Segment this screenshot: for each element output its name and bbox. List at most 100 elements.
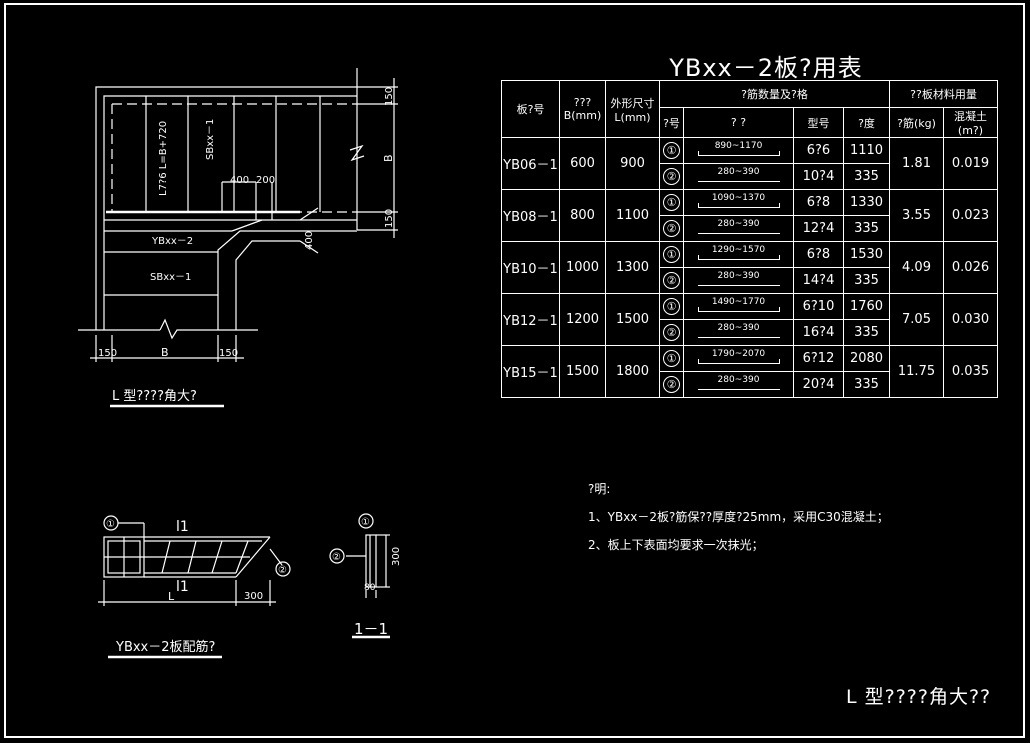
bar-shape-icon: 280~390 [696, 270, 782, 288]
cell-bar-type: 12?4 [793, 215, 844, 242]
cell-bar-shape: 1490~1770 [683, 293, 794, 320]
section-tag-1: ① [106, 519, 115, 530]
cell-bar-no: ② [659, 319, 684, 346]
section-tag-1-circle [103, 515, 119, 531]
plan-dim-150-left: 150 [98, 348, 117, 359]
cell-l: 1100 [605, 189, 660, 242]
cut-dim-300: 300 [391, 547, 402, 566]
cell-bar-length: 1110 [843, 137, 890, 164]
plan-dim-150-top: 150 [384, 87, 395, 106]
plan-outer-wall [95, 86, 357, 330]
cell-bar-type: 20?4 [793, 371, 844, 398]
cell-board: YB10－1 [501, 241, 560, 294]
bar-shape-icon: 280~390 [696, 374, 782, 392]
notes-line-1: 1、YBxx－2板?筋保??厚度?25mm，采用C30混凝土； [588, 510, 889, 524]
plan-dim-400b: 400 [304, 231, 315, 250]
cell-bar-type: 6?10 [793, 293, 844, 320]
cut-tag-1: ① [361, 517, 370, 528]
cell-bar-no: ① [659, 241, 684, 268]
cell-board: YB15－1 [501, 345, 560, 398]
cell-bar-type: 6?12 [793, 345, 844, 372]
plan-label-sbxx1-vertical: SBxx－1 [205, 119, 216, 160]
bar-number-circle: ② [663, 220, 680, 237]
cell-bar-shape: 280~390 [683, 371, 794, 398]
cell-bar-shape: 280~390 [683, 267, 794, 294]
title-stamp: L 型????角大?? [846, 686, 992, 708]
section-l1-bottom: l1 [176, 579, 189, 595]
bar-shape-label: 280~390 [717, 270, 760, 281]
table-title: YBxx－2板?用表 [669, 54, 863, 82]
section-l1-top: l1 [176, 519, 189, 535]
cell-concrete: 0.026 [943, 241, 998, 294]
bar-shape-icon: 1090~1370 [696, 192, 782, 210]
bar-shape-label: 280~390 [717, 322, 760, 333]
cell-bar-no: ① [659, 293, 684, 320]
section-tag-2-circle [275, 561, 291, 577]
cell-bar-type: 6?6 [793, 137, 844, 164]
bar-shape-icon: 890~1170 [696, 140, 782, 158]
cell-concrete: 0.023 [943, 189, 998, 242]
bar-shape-label: 1490~1770 [711, 296, 766, 307]
cell-bar-length: 335 [843, 267, 890, 294]
cell-b: 600 [559, 137, 606, 190]
cell-bar-shape: 280~390 [683, 319, 794, 346]
bar-shape-label: 280~390 [717, 374, 760, 385]
cell-bar-length: 2080 [843, 345, 890, 372]
plan-dim-b-right: B [382, 154, 395, 162]
cell-l: 1300 [605, 241, 660, 294]
bar-number-circle: ② [663, 272, 680, 289]
plan-dim-400a: 400 [230, 175, 249, 186]
bar-shape-icon: 1490~1770 [696, 296, 782, 314]
section-dim-l: L [168, 590, 175, 603]
plan-dim-150-mid: 150 [384, 209, 395, 228]
cut-dim-80: 80 [364, 583, 376, 593]
cell-bar-length: 335 [843, 215, 890, 242]
cell-steel: 7.05 [889, 293, 944, 346]
bar-shape-icon: 280~390 [696, 218, 782, 236]
bar-number-circle: ② [663, 376, 680, 393]
bar-number-circle: ① [663, 298, 680, 315]
notes-heading: ?明: [588, 482, 611, 496]
cell-l: 900 [605, 137, 660, 190]
cell-b: 1000 [559, 241, 606, 294]
bar-shape-label: 1290~1570 [711, 244, 766, 255]
plan-label-sbxx1: SBxx－1 [150, 272, 191, 283]
cell-board: YB06－1 [501, 137, 560, 190]
header-b: ??? B(mm) [559, 80, 606, 138]
cell-b: 1500 [559, 345, 606, 398]
cell-bar-no: ② [659, 371, 684, 398]
rebar-table: 板?号 ??? B(mm) 外形尺寸 L(mm) ?筋数量及?格 ??板材料用量… [501, 80, 998, 398]
plan-dim-150-right: 150 [219, 348, 238, 359]
cell-steel: 4.09 [889, 241, 944, 294]
cell-bar-length: 1760 [843, 293, 890, 320]
cell-bar-no: ① [659, 137, 684, 164]
cell-concrete: 0.030 [943, 293, 998, 346]
cell-bar-length: 1530 [843, 241, 890, 268]
cell-bar-type: 6?8 [793, 241, 844, 268]
cell-bar-length: 1330 [843, 189, 890, 216]
plan-label-l7: L7?6 L=B+720 [158, 121, 169, 196]
section-tag-2: ② [278, 565, 287, 576]
cell-bar-type: 14?4 [793, 267, 844, 294]
cell-bar-no: ② [659, 163, 684, 190]
plan-label-ybxx2: YBxx－2 [151, 236, 193, 247]
bar-shape-label: 280~390 [717, 166, 760, 177]
cell-bar-type: 16?4 [793, 319, 844, 346]
header-material-group: ??板材料用量 [889, 80, 998, 108]
bar-shape-label: 1790~2070 [711, 348, 766, 359]
plan-dim-200: 200 [256, 175, 275, 186]
cell-steel: 11.75 [889, 345, 944, 398]
cell-bar-length: 335 [843, 163, 890, 190]
cell-l: 1800 [605, 345, 660, 398]
cell-concrete: 0.035 [943, 345, 998, 398]
header-l: 外形尺寸 L(mm) [605, 80, 660, 138]
bar-shape-icon: 1290~1570 [696, 244, 782, 262]
cut-tag-2-circle [329, 548, 345, 564]
cell-steel: 1.81 [889, 137, 944, 190]
